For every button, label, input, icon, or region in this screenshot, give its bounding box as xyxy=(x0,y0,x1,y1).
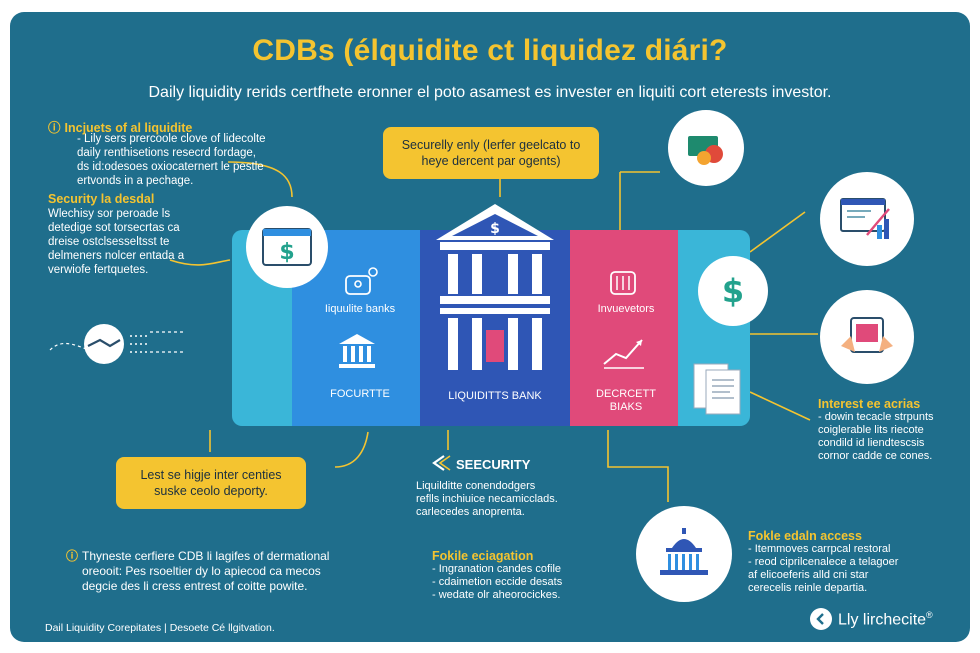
infographic-canvas: CDBs (élquidite ct liquidez diári? Daily… xyxy=(10,12,970,642)
dollar-coin-icon: $ xyxy=(698,256,768,326)
chart-screen-icon xyxy=(820,172,914,266)
fokle-mid-header: Fokile eciagation xyxy=(432,549,534,563)
info-icon-bottom: ⓘ xyxy=(66,549,79,563)
left-panel-bottom-label: FOCURTTE xyxy=(330,388,390,400)
handshake-icon xyxy=(84,324,148,364)
piggy-bank-icon xyxy=(345,267,378,295)
svg-text:$: $ xyxy=(279,240,294,265)
footer-text: Dail Liquidity Corepitates | Desoete Cé … xyxy=(45,622,275,634)
capitol-building-icon xyxy=(636,506,732,602)
right-panel-bottom-label: DECRCETT BIAKS xyxy=(596,388,656,413)
security-header: SEECURITY xyxy=(456,457,531,472)
svg-text:$: $ xyxy=(490,221,500,237)
interest-text: - dowin tecacle strpunts coiglerable lit… xyxy=(818,411,934,462)
page-subtitle: Daily liquidity rerids certfhete eronner… xyxy=(148,84,832,101)
left-panel-top-label: Iiquulite banks xyxy=(324,303,396,315)
security-text: Liquilditte conendodgers reflls inchiuic… xyxy=(416,480,558,518)
callout-left: Lest se higje inter centies suske ceolo … xyxy=(116,457,306,509)
dollar-browser-icon: $ xyxy=(246,206,328,288)
right-panel-top-label: Invuevetors xyxy=(597,303,655,315)
left-top-text: - Lily sers prercoole clove of lidecolte… xyxy=(77,133,266,187)
logo-text: Lly lirchecite® xyxy=(838,610,933,629)
tablet-hands-icon xyxy=(820,290,914,384)
info-icon: ⓘ xyxy=(48,121,61,135)
panel-right xyxy=(570,230,678,426)
fokle-mid-text: - Ingranation candes cofile - cdaimetion… xyxy=(432,563,563,601)
mid-panel-label: LIQUIDITTS BANK xyxy=(448,390,542,402)
coins-jar-icon xyxy=(610,271,636,295)
bank-icon xyxy=(339,334,375,368)
interest-header: Interest ee acrias xyxy=(818,397,921,411)
left-security-text: Wlechisy sor peroade ls detedige sot tor… xyxy=(48,208,185,276)
documents-icon xyxy=(693,363,741,415)
left-security-header: Security la desdal xyxy=(48,192,155,206)
logo-icon xyxy=(810,608,832,630)
growth-chart-icon xyxy=(603,339,644,369)
panel-mid xyxy=(420,230,570,426)
callout-top: Securelly enly (lerfer geelcato to heye … xyxy=(383,127,599,179)
coins-icon xyxy=(668,110,744,186)
central-bank-icon: $ xyxy=(436,204,554,370)
security-icon xyxy=(432,455,451,471)
connector-lines xyxy=(49,161,818,502)
fokle-right-text: - Itemmoves carrpcal restoral - reod cip… xyxy=(748,543,899,594)
page-title: CDBs (élquidite ct liquidez diári? xyxy=(252,34,728,67)
fokle-right-header: Fokle edaln access xyxy=(748,529,862,543)
